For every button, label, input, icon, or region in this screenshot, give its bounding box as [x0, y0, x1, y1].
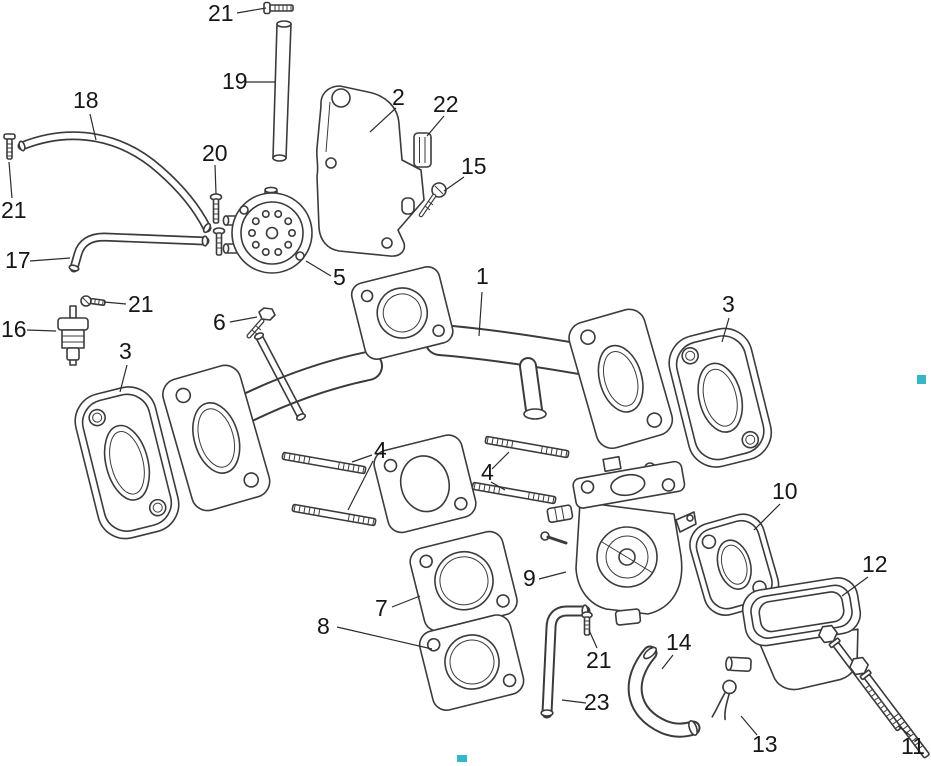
part-label: 15	[461, 153, 487, 179]
part-label: 21	[586, 647, 612, 673]
elbow-pipe-illustration	[627, 645, 701, 738]
part-label: 14	[666, 629, 692, 655]
fuel-hose-illustration	[17, 131, 212, 234]
part-label: 6	[213, 309, 226, 335]
part-label: 20	[202, 140, 228, 166]
part-label: 11	[901, 733, 925, 759]
stud-bolt-illustration	[484, 435, 570, 459]
part-label: 2	[392, 84, 405, 110]
part-label: 17	[5, 247, 31, 273]
part-label: 19	[222, 68, 248, 94]
part-label: 9	[523, 565, 536, 591]
part-label: 22	[433, 91, 459, 117]
breather-tube-illustration	[272, 20, 292, 162]
part-label: 21	[128, 291, 154, 317]
insulator-gasket-illustration	[418, 614, 525, 711]
screw-icon	[263, 1, 294, 15]
carb-gasket-illustration	[373, 434, 477, 534]
part-label: 4	[481, 459, 494, 485]
part-label: 21	[1, 197, 27, 223]
intake-manifold-illustration	[162, 265, 674, 512]
part-label: 23	[584, 689, 610, 715]
stud-bolt-illustration	[291, 503, 377, 527]
part-label: 4	[374, 437, 387, 463]
outlet-hose-illustration	[68, 232, 210, 273]
leader-lines	[8, 7, 912, 737]
scan-artifact	[457, 375, 926, 762]
hose-clamp-screw-icon	[80, 295, 106, 307]
part-label: 21	[208, 0, 234, 26]
part-label: 8	[317, 613, 330, 639]
exhaust-gasket-illustration	[668, 327, 773, 468]
fuel-valve-illustration	[57, 305, 89, 366]
screw-icon	[581, 611, 593, 636]
part-label: 5	[333, 264, 346, 290]
part-label: 1	[476, 263, 489, 289]
pump-screws-illustration	[209, 193, 226, 256]
part-label: 18	[73, 87, 99, 113]
part-label: 10	[772, 478, 798, 504]
part-label: 7	[375, 595, 388, 621]
bent-tube-illustration	[540, 604, 591, 719]
flange-bolt-icon	[246, 307, 276, 339]
part-label: 13	[752, 731, 778, 757]
screw-icon	[3, 133, 16, 160]
stud-bolt-illustration	[471, 481, 557, 505]
part-label: 12	[862, 551, 888, 577]
carburetor-illustration	[540, 455, 697, 626]
part-label: 16	[1, 316, 27, 342]
screw-icon	[418, 182, 447, 218]
flange-bolt-illustration	[849, 656, 930, 759]
part-label: 3	[119, 338, 132, 364]
fuel-pump-illustration	[222, 186, 313, 274]
cable-clip-illustration	[413, 132, 432, 168]
stud-bolt-illustration	[281, 451, 367, 475]
mounting-bracket-illustration	[315, 85, 425, 257]
carb-spacer-illustration	[409, 530, 518, 632]
exhaust-gasket-illustration	[74, 386, 180, 540]
part-label: 3	[722, 291, 735, 317]
cotter-pin-icon	[711, 679, 737, 721]
